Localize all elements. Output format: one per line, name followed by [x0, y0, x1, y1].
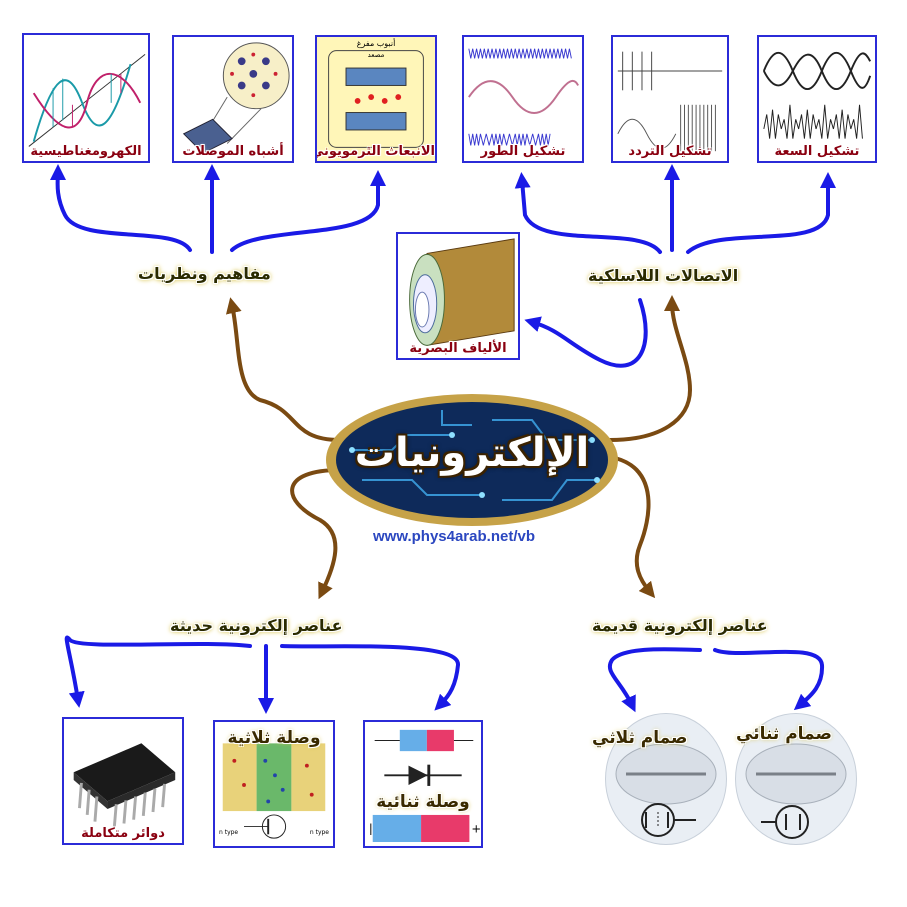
ic-caption: دوائر متكاملة: [81, 826, 165, 841]
triode-caption: صمام ثلاثي: [592, 728, 688, 748]
ic-box[interactable]: دوائر متكاملة: [62, 717, 184, 845]
site-url[interactable]: www.phys4arab.net/vb: [373, 528, 535, 545]
svg-text:|: |: [369, 821, 373, 836]
diode-tube-image: [745, 743, 847, 839]
thermionic-box[interactable]: أنبوب مفرغ مصعد الانبعاث الثرمويوني: [315, 35, 437, 163]
diode-caption: وصلة ثنائية: [376, 792, 470, 812]
amplitude-modulation-image: [762, 51, 872, 139]
frequency-modulation-image: [617, 51, 723, 152]
diode-box[interactable]: | + وصلة ثنائية: [363, 720, 483, 848]
freq-mod-box[interactable]: تشكيل التردد: [611, 35, 729, 163]
thermionic-image: [328, 50, 424, 148]
transistor-legend-right: n type: [309, 829, 329, 836]
transistor-caption: وصلة ثلاثية: [227, 728, 321, 748]
em-wave-image: [28, 54, 146, 147]
phase-mod-box[interactable]: تشكيل الطور: [462, 35, 584, 163]
optical-fiber-image: [409, 238, 515, 346]
transistor-box[interactable]: n type n type وصلة ثلاثية: [213, 720, 335, 848]
central-ellipse: [326, 394, 618, 526]
diode-tube[interactable]: [735, 713, 857, 845]
thermionic-tube-label: أنبوب مفرغ: [356, 39, 396, 48]
thermionic-plate-label: مصعد: [367, 51, 385, 59]
optical-fiber-caption: الألياف البصرية: [409, 341, 507, 356]
ic-chip-image: [73, 743, 176, 828]
em-caption: الكهرومغناطيسية: [30, 144, 142, 159]
amp-mod-box[interactable]: تشكيل السعة: [757, 35, 877, 163]
transistor-legend-left: n type: [219, 829, 239, 836]
branch-wireless: الاتصالات اللاسلكية: [588, 266, 739, 285]
diode-image: | +: [369, 729, 481, 842]
phase-mod-caption: تشكيل الطور: [480, 144, 566, 159]
optical-fiber-box[interactable]: الألياف البصرية: [396, 232, 520, 360]
central-title: الإلكترونيات: [354, 430, 590, 476]
triode-tube[interactable]: [605, 713, 727, 845]
semiconductor-box[interactable]: أشباه الموصلات: [172, 35, 294, 163]
svg-text:+: +: [471, 821, 481, 835]
branch-modern: عناصر إلكترونية حديثة: [170, 616, 343, 635]
semiconductor-caption: أشباه الموصلات: [182, 144, 284, 159]
triode-tube-image: [615, 743, 717, 837]
semiconductor-image: [182, 42, 290, 154]
transistor-image: [222, 743, 326, 839]
em-wave-box[interactable]: الكهرومغناطيسية: [22, 33, 150, 163]
diode-tube-caption: صمام ثنائي: [736, 724, 832, 744]
branch-concepts: مفاهيم ونظريات: [138, 264, 271, 283]
phase-modulation-image: [468, 48, 579, 146]
branch-old: عناصر إلكترونية قديمة: [592, 616, 768, 635]
amp-mod-caption: تشكيل السعة: [774, 144, 860, 159]
freq-mod-caption: تشكيل التردد: [628, 144, 712, 159]
central-node[interactable]: الإلكترونيات: [322, 390, 622, 530]
thermionic-caption: الانبعاث الثرمويوني: [315, 144, 435, 159]
